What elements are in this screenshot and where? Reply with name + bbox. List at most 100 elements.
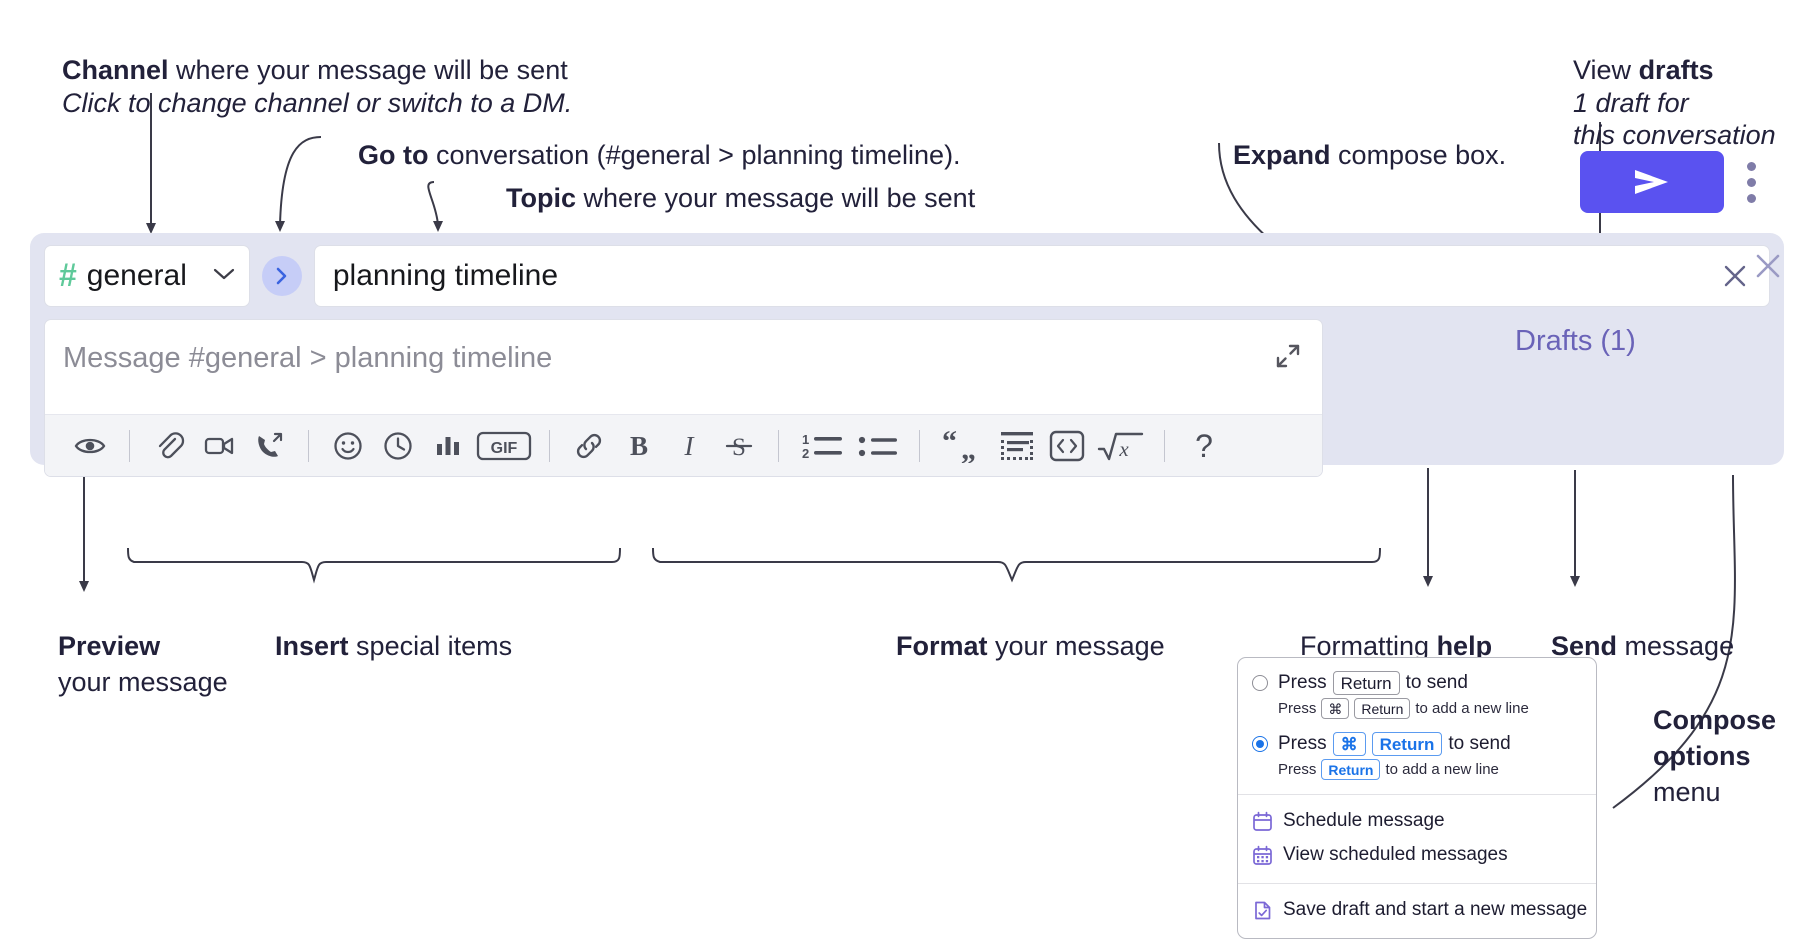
- svg-text:GIF: GIF: [491, 440, 518, 457]
- annotation-send-bold: Send: [1551, 631, 1618, 662]
- message-placeholder: Message #general > planning timeline: [63, 342, 553, 374]
- preview-icon[interactable]: [65, 421, 115, 471]
- drafts-link[interactable]: Drafts (1): [1515, 325, 1636, 357]
- save-draft-icon: [1255, 901, 1271, 919]
- annotation-drafts-italic2: this conversation: [1573, 120, 1776, 151]
- svg-text:2: 2: [802, 446, 809, 461]
- send-button[interactable]: [1580, 151, 1724, 213]
- emoji-icon[interactable]: [323, 421, 373, 471]
- send-option-cmd-return[interactable]: Press ⌘ Return to send: [1238, 728, 1596, 758]
- help-icon-label: ?: [1195, 427, 1213, 464]
- annotation-compose-options-3: menu: [1623, 744, 1721, 841]
- annotation-channel-italic: Click to change channel or switch to a D…: [62, 88, 573, 119]
- annotation-channel-bold: Channel: [62, 55, 169, 86]
- radio-button[interactable]: [1252, 675, 1268, 691]
- code-block-icon[interactable]: [992, 421, 1042, 471]
- clock-icon[interactable]: [373, 421, 423, 471]
- annotation-send-rest: message: [1617, 631, 1735, 662]
- annotation-channel-rest: where your message will be sent: [168, 55, 568, 86]
- annotation-send: Send message: [1521, 598, 1734, 695]
- attachment-icon[interactable]: [144, 421, 194, 471]
- key-return: Return: [1371, 732, 1443, 756]
- close-icon[interactable]: [1746, 244, 1790, 288]
- goto-conversation-button[interactable]: [261, 256, 302, 296]
- svg-text:„: „: [961, 433, 976, 463]
- annotation-help: Formatting help: [1270, 598, 1492, 695]
- blockquote-icon[interactable]: “„: [934, 421, 992, 471]
- menu-item-save-draft[interactable]: Save draft and start a new message: [1238, 893, 1596, 927]
- send-option-return[interactable]: Press Return to send: [1238, 667, 1596, 697]
- send-option-cmd-return-sub-label: Press Return to add a new line: [1278, 759, 1499, 780]
- annotation-insert-rest: special items: [348, 631, 513, 662]
- key-command: ⌘: [1332, 732, 1366, 756]
- option-pre-text: Press: [1278, 733, 1327, 754]
- inline-code-icon[interactable]: [1042, 421, 1092, 471]
- annotation-expand-rest: compose box.: [1330, 140, 1507, 171]
- key-return: Return: [1354, 698, 1411, 719]
- radio-button-selected[interactable]: [1252, 736, 1268, 752]
- svg-text:x: x: [1118, 437, 1129, 461]
- close-icon[interactable]: [1709, 250, 1761, 302]
- annotation-preview-bold: Preview: [58, 631, 161, 662]
- option-pre-text: Press: [1278, 672, 1327, 693]
- more-options-icon: [1746, 177, 1756, 187]
- send-shortcut-options: Press Return to send Press ⌘ Return to a…: [1238, 658, 1596, 794]
- italic-icon[interactable]: I: [664, 421, 714, 471]
- send-option-return-label: Press Return to send: [1278, 671, 1468, 695]
- sub-pre-text: Press: [1278, 761, 1317, 778]
- svg-text:“: “: [942, 429, 957, 458]
- sub-pre-text: Press: [1278, 700, 1317, 717]
- key-command: ⌘: [1321, 698, 1350, 719]
- menu-item-view-scheduled-messages[interactable]: View scheduled messages: [1238, 838, 1596, 872]
- annotation-expand-bold: Expand: [1233, 140, 1331, 171]
- calendar-grid-icon: [1253, 845, 1272, 865]
- message-input[interactable]: Message #general > planning timeline: [45, 320, 1322, 414]
- send-option-return-sub-label: Press ⌘ Return to add a new line: [1278, 698, 1529, 719]
- bulleted-list-icon[interactable]: [851, 421, 905, 471]
- gif-icon[interactable]: GIF: [473, 421, 535, 471]
- poll-icon[interactable]: [423, 421, 473, 471]
- toolbar-divider: [1164, 429, 1165, 462]
- math-icon[interactable]: x: [1092, 421, 1150, 471]
- video-icon[interactable]: [194, 421, 244, 471]
- key-return: Return: [1332, 671, 1400, 695]
- formatting-toolbar: GIF B I S: [45, 414, 1322, 476]
- draft-section: Save draft and start a new message: [1238, 883, 1596, 938]
- toolbar-divider: [778, 429, 779, 462]
- compose-options-menu: Press Return to send Press ⌘ Return to a…: [1237, 657, 1597, 939]
- menu-item-label: Schedule message: [1283, 810, 1445, 831]
- send-option-cmd-return-sub: Press Return to add a new line: [1238, 758, 1596, 783]
- toolbar-divider: [308, 429, 309, 462]
- channel-name: general: [86, 259, 187, 292]
- channel-selector[interactable]: # general: [44, 245, 250, 307]
- annotation-format: Format your message: [866, 598, 1165, 695]
- annotation-compose-options-bold1: Compose: [1653, 705, 1777, 736]
- annotation-drafts-sub2: this conversation: [1543, 87, 1776, 184]
- annotation-drafts-bold: drafts: [1638, 55, 1714, 86]
- sub-post-text: to add a new line: [1415, 700, 1529, 717]
- topic-value: planning timeline: [332, 259, 559, 292]
- send-option-cmd-return-label: Press ⌘ Return to send: [1278, 732, 1511, 756]
- strikethrough-icon[interactable]: S: [714, 421, 764, 471]
- link-icon[interactable]: [564, 421, 614, 471]
- help-icon[interactable]: ?: [1179, 421, 1229, 471]
- option-post-text: to send: [1448, 733, 1511, 754]
- annotation-topic-rest: where your message will be sent: [576, 183, 976, 214]
- annotation-drafts-sub1: 1 draft for: [1543, 55, 1689, 152]
- svg-text:S: S: [732, 434, 746, 461]
- compose-options-button[interactable]: [1734, 157, 1768, 207]
- hash-icon: #: [59, 257, 77, 293]
- topic-input[interactable]: planning timeline: [313, 245, 1770, 307]
- annotation-goto-bold: Go to: [358, 140, 429, 171]
- composer-header-row: # general planning timeline: [44, 245, 1770, 307]
- bold-icon[interactable]: B: [614, 421, 664, 471]
- menu-item-schedule-message[interactable]: Schedule message: [1238, 804, 1596, 838]
- toolbar-divider: [129, 429, 130, 462]
- audio-call-icon[interactable]: [244, 421, 294, 471]
- expand-icon[interactable]: [1266, 334, 1310, 378]
- chevron-down-icon: [213, 267, 235, 286]
- message-area: Message #general > planning timeline: [44, 319, 1323, 477]
- annotation-topic: Topic where your message will be sent: [476, 150, 975, 247]
